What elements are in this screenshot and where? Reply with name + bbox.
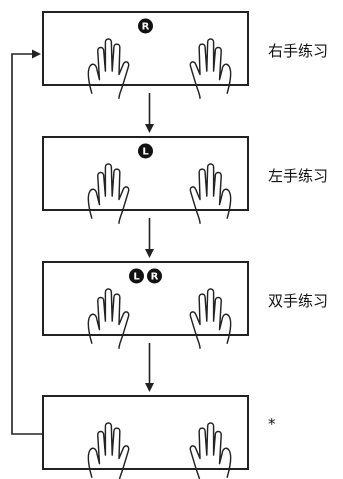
step-label: 双手练习 xyxy=(268,292,328,310)
right-hand-badge: R xyxy=(147,268,162,284)
left-hand-badge: L xyxy=(129,268,144,284)
step-label: * xyxy=(268,415,276,433)
step-label: 右手练习 xyxy=(268,42,328,60)
step-frame xyxy=(42,395,249,470)
step-box-4: * xyxy=(42,395,276,479)
badge-letter: R xyxy=(142,22,150,33)
badge-letter: L xyxy=(142,147,149,158)
badge-letter: L xyxy=(133,272,140,283)
right-hand-badge: R xyxy=(138,18,153,34)
down-arrow-icon xyxy=(145,93,154,133)
step-box-2: L 左手练习 xyxy=(42,136,328,225)
step-label: 左手练习 xyxy=(268,167,328,185)
step-frame xyxy=(42,261,249,336)
step-box-1: R 右手练习 xyxy=(42,11,328,100)
flow-connectors xyxy=(11,49,154,435)
badge-letter: R xyxy=(151,272,159,283)
down-arrow-icon xyxy=(145,218,154,258)
left-hand-badge: L xyxy=(138,143,153,159)
loop-back-arrow-icon xyxy=(11,49,43,435)
down-arrow-icon xyxy=(145,343,154,392)
